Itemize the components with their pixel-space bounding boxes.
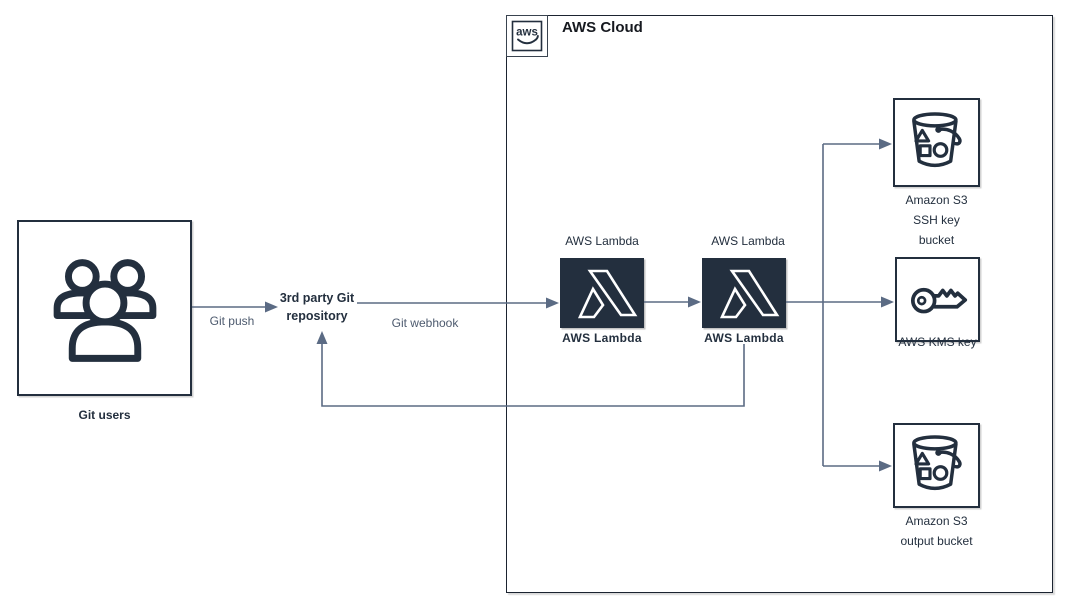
lambda1-top-label: AWS Lambda <box>565 234 639 248</box>
lambda1-node <box>560 258 644 328</box>
s3-bucket-icon <box>911 434 962 490</box>
lambda-icon <box>719 269 780 319</box>
git-webhook-edge-label: Git webhook <box>391 316 459 330</box>
s3-output-bucket-label-line1: Amazon S3 <box>905 514 968 528</box>
s3-bucket-icon <box>911 111 962 167</box>
kms-key-label: AWS KMS key <box>898 335 977 349</box>
aws-logo-icon: aws <box>506 15 548 57</box>
lambda-icon <box>577 269 638 319</box>
s3-ssh-bucket-label: Amazon S3 SSH key bucket <box>860 190 1013 250</box>
lambda2-node <box>702 258 786 328</box>
aws-logo-text: aws <box>516 27 538 39</box>
lambda2-caption: AWS Lambda <box>704 331 784 345</box>
s3-output-bucket-label-line2: output bucket <box>900 534 973 548</box>
aws-cloud-title: AWS Cloud <box>562 19 643 36</box>
lambda1-caption: AWS Lambda <box>562 331 642 345</box>
s3-output-bucket-label: Amazon S3 output bucket <box>860 511 1013 551</box>
git-users-node <box>17 220 192 396</box>
git-repo-node: 3rd party Git repository <box>255 289 379 325</box>
s3-ssh-bucket-label-line3: bucket <box>918 233 955 247</box>
s3-ssh-bucket-node <box>893 98 980 187</box>
lambda2-top-label: AWS Lambda <box>711 234 785 248</box>
users-icon <box>53 259 156 362</box>
kms-key-icon <box>910 287 967 313</box>
git-repo-label-line1: 3rd party Git <box>279 291 355 305</box>
aws-cloud-group <box>506 15 1053 593</box>
git-push-edge-label: Git push <box>209 314 255 328</box>
kms-key-node <box>895 257 980 342</box>
s3-ssh-bucket-label-line1: Amazon S3 <box>905 193 968 207</box>
git-repo-label-line2: repository <box>286 309 348 323</box>
s3-ssh-bucket-label-line2: SSH key <box>913 213 960 227</box>
s3-output-bucket-node <box>893 423 980 508</box>
git-users-label: Git users <box>78 408 131 422</box>
